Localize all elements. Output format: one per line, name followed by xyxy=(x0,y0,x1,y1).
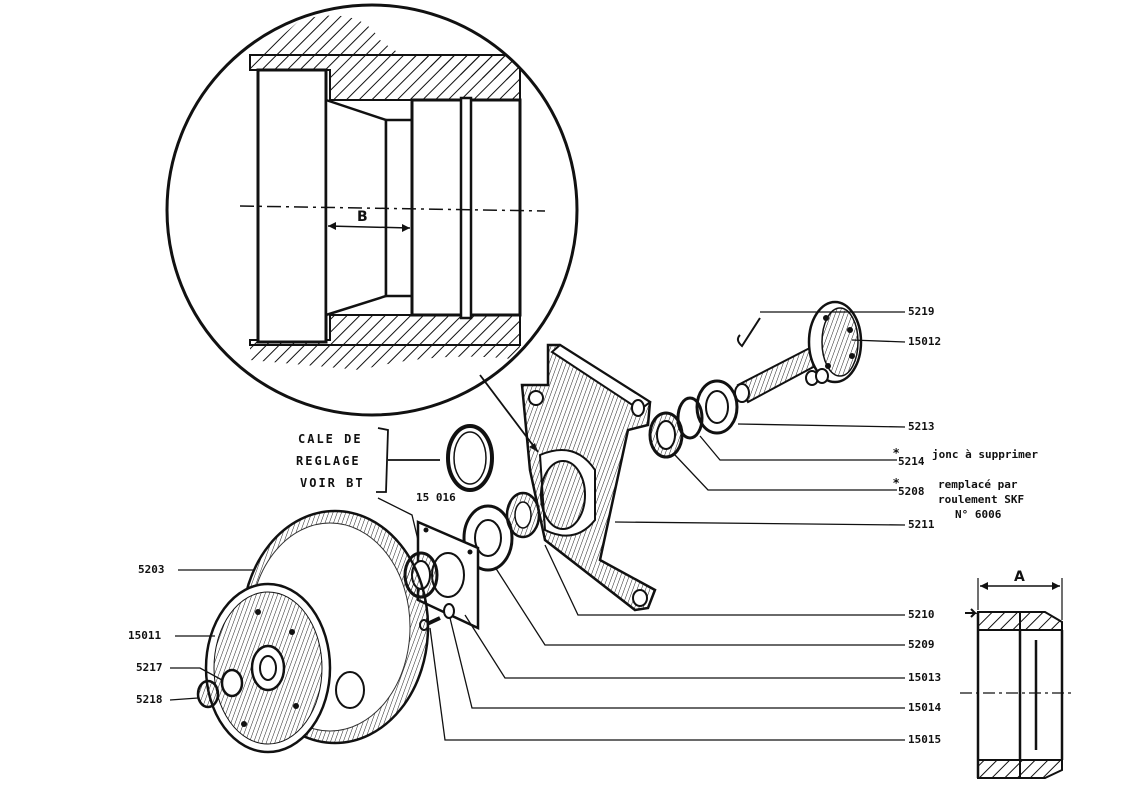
callout-5219: 5219 xyxy=(908,305,935,318)
castle-nut-5218 xyxy=(196,679,220,709)
callout-5214: 5214 xyxy=(898,455,925,468)
asterisk-5214: * xyxy=(893,446,900,460)
note-remplace-2: roulement SKF xyxy=(938,493,1025,506)
callout-5209: 5209 xyxy=(908,638,935,651)
callout-15015: 15015 xyxy=(908,733,942,746)
dimension-b-label: B xyxy=(357,209,368,225)
callout-5208: 5208 xyxy=(898,485,925,498)
callout-15011: 15011 xyxy=(128,629,162,642)
callout-15016: 15 016 xyxy=(416,491,456,504)
asterisk-5208: * xyxy=(893,476,900,490)
nut-5217 xyxy=(220,668,244,698)
note-remplace-3: N° 6006 xyxy=(955,508,1002,521)
callout-15013: 15013 xyxy=(908,671,942,684)
shim-note-bracket xyxy=(376,427,440,493)
bearing-housing-5211 xyxy=(520,343,657,612)
callout-leaders xyxy=(169,311,906,741)
shim-ring xyxy=(446,424,494,492)
washer-15014 xyxy=(443,603,455,619)
shim-note-line3: VOIR BT xyxy=(300,476,365,490)
callout-5203: 5203 xyxy=(138,563,165,576)
ring-section-inset xyxy=(960,578,1075,779)
callout-15012: 15012 xyxy=(908,335,942,348)
note-jonc: jonc à supprimer xyxy=(932,448,1038,461)
shim-note-line2: REGLAGE xyxy=(296,454,361,468)
callout-5211: 5211 xyxy=(908,518,935,531)
shim-note-line1: CALE DE xyxy=(298,432,363,446)
callout-5217: 5217 xyxy=(136,661,163,674)
callout-5213: 5213 xyxy=(908,420,935,433)
bearing-5209 xyxy=(462,491,541,572)
hub-15011 xyxy=(204,582,365,754)
note-remplace-1: remplacé par xyxy=(938,478,1018,491)
flange-shaft-15012 xyxy=(734,300,863,404)
bearing-5213 xyxy=(695,379,739,435)
bore-detail-circle xyxy=(165,3,579,453)
callout-5210: 5210 xyxy=(908,608,935,621)
callout-15014: 15014 xyxy=(908,701,942,714)
callout-5218: 5218 xyxy=(136,693,163,706)
dimension-a-label: A xyxy=(1014,569,1025,585)
needle-bearing-5208 xyxy=(648,411,684,459)
